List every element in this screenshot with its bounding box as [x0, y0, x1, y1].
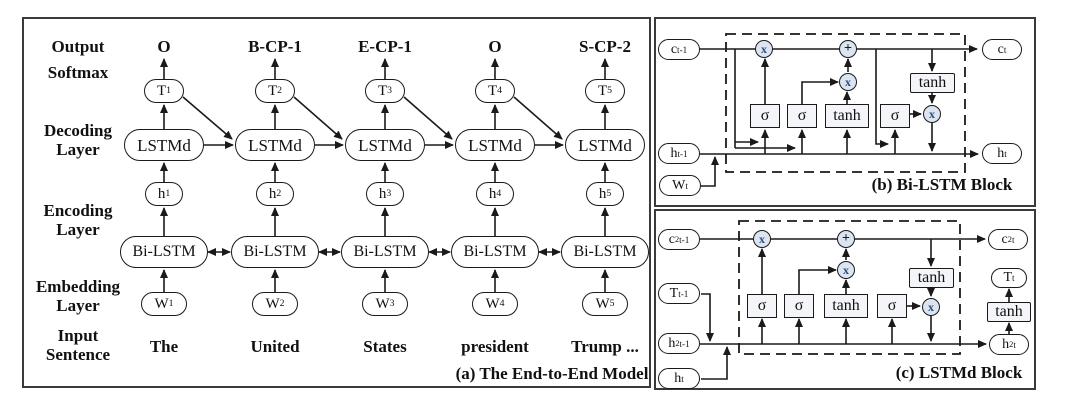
input-word-4: president — [461, 337, 529, 356]
panel-a-arrows — [160, 58, 609, 292]
input-word-1: The — [149, 337, 179, 356]
lstmd-node-2: LSTMd — [235, 129, 315, 161]
input-word-5: Trump ... — [571, 337, 639, 356]
b-cell-tanh-box: tanh — [910, 73, 955, 93]
row-label-softmax: Softmax — [47, 63, 109, 82]
c-output-tanh-box: tanh — [987, 302, 1031, 322]
panel-b-arrows — [699, 33, 979, 187]
lstmd-node-1: LSTMd — [124, 129, 204, 161]
lstmd-node-4: LSTMd — [455, 129, 535, 161]
row-label-output: Output — [51, 37, 105, 56]
bilstm-node-1: Bi-LSTM — [120, 236, 208, 268]
row-label-encoding-layer: Encoding Layer — [43, 201, 113, 239]
input-word-3: States — [363, 337, 407, 356]
b-multiply-input-op: x — [839, 73, 857, 91]
bilstm-node-2: Bi-LSTM — [231, 236, 319, 268]
row-label-decoding-layer: Decoding Layer — [44, 121, 112, 159]
c-multiply-forget-op: x — [753, 230, 771, 248]
b-forget-gate-sigma: σ — [750, 104, 780, 128]
b-candidate-tanh-gate: tanh — [825, 104, 869, 128]
bilstm-node-3: Bi-LSTM — [341, 236, 429, 268]
panel-b-caption: (b) Bi-LSTM Block — [871, 175, 1013, 194]
output-tag-1: O — [157, 37, 171, 56]
panel-end-to-end-model: Output Softmax Decoding Layer Encoding L… — [22, 17, 651, 388]
output-tag-4: O — [488, 37, 502, 56]
output-tag-2: B-CP-1 — [248, 37, 302, 56]
b-output-gate-sigma: σ — [880, 104, 910, 128]
input-word-2: United — [250, 337, 300, 356]
panel-a-caption: (a) The End-to-End Model — [455, 364, 649, 383]
c-add-op: + — [837, 230, 855, 248]
bilstm-node-4: Bi-LSTM — [451, 236, 539, 268]
row-label-input-sentence: Input Sentence — [45, 326, 111, 364]
c-input-gate-sigma: σ — [784, 294, 814, 318]
c-candidate-tanh-gate: tanh — [824, 294, 868, 318]
output-tag-5: S-CP-2 — [579, 37, 631, 56]
panel-c-caption: (c) LSTMd Block — [895, 363, 1023, 382]
c-cell-tanh-box: tanh — [909, 268, 954, 288]
b-multiply-output-op: x — [923, 105, 941, 123]
c-multiply-input-op: x — [837, 261, 855, 279]
lstmd-node-5: LSTMd — [565, 129, 645, 161]
c-forget-gate-sigma: σ — [747, 294, 777, 318]
bilstm-node-5: Bi-LSTM — [561, 236, 649, 268]
c-output-gate-sigma: σ — [877, 294, 907, 318]
b-multiply-forget-op: x — [755, 40, 773, 58]
row-label-embedding-layer: Embedding Layer — [35, 277, 121, 315]
b-add-op: + — [839, 40, 857, 58]
b-input-gate-sigma: σ — [787, 104, 817, 128]
output-tag-3: E-CP-1 — [358, 37, 412, 56]
lstmd-node-3: LSTMd — [345, 129, 425, 161]
c-multiply-output-op: x — [922, 298, 940, 316]
